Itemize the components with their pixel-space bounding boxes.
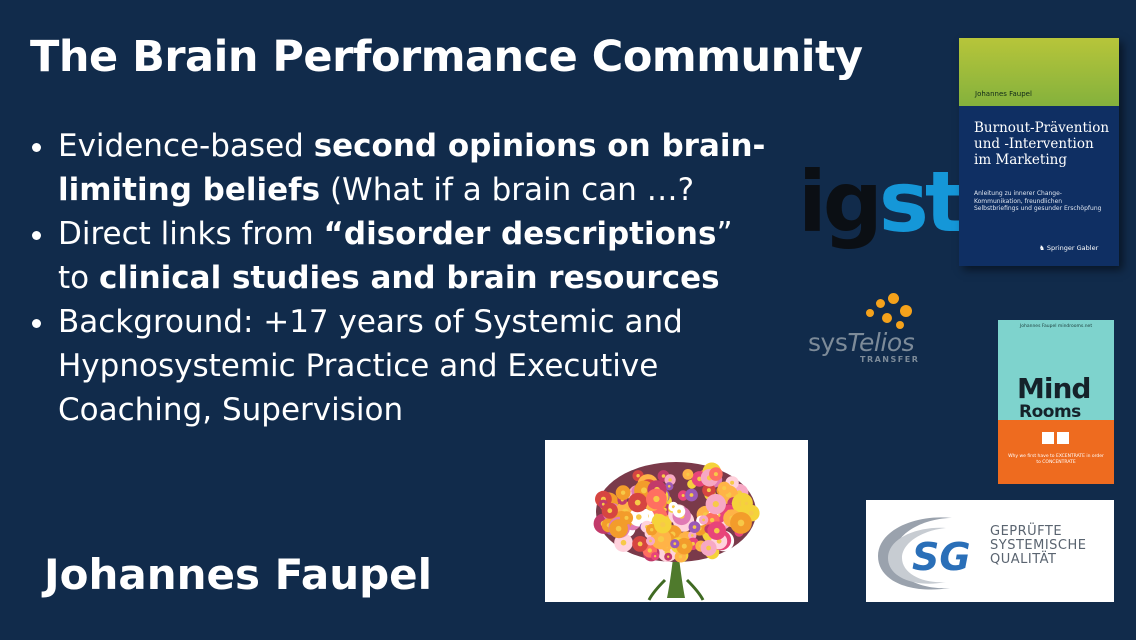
burnout-book-cover: Johannes Faupel Burnout-Prävention und -… bbox=[959, 38, 1119, 266]
systelios-dot bbox=[876, 299, 885, 308]
flower-center-icon bbox=[657, 536, 665, 543]
bullet-text: Evidence-based bbox=[58, 128, 314, 164]
flower-center-icon bbox=[681, 494, 685, 497]
bullet-item: Evidence-based second opinions on brain-… bbox=[28, 124, 768, 212]
flower-center-icon bbox=[653, 495, 660, 503]
flower-center-icon bbox=[713, 472, 718, 477]
book-title-panel bbox=[959, 106, 1119, 266]
igst-logo-part1: ig bbox=[798, 153, 883, 251]
bullet-text: Direct links from bbox=[58, 216, 324, 252]
flower-center-icon bbox=[660, 522, 666, 528]
flower-center-icon bbox=[668, 478, 672, 482]
flower-center-icon bbox=[697, 476, 702, 482]
bullet-bold-text: second opinions on brain-limiting belief… bbox=[58, 128, 766, 208]
flower-center-icon bbox=[661, 474, 666, 478]
flower-brain-illustration bbox=[593, 462, 760, 601]
book2-top-text: Johannes Faupel mindrooms.net bbox=[1019, 324, 1093, 329]
sg-line-1: GEPRÜFTE bbox=[990, 524, 1063, 539]
mindrooms-book-cover: Johannes Faupel mindrooms.net Mind Rooms… bbox=[998, 320, 1114, 484]
flower-center-icon bbox=[601, 502, 605, 506]
book2-bottom-text: Why we first have to EXCENTRATE in order… bbox=[1008, 454, 1104, 465]
flower-center-icon bbox=[678, 555, 683, 559]
sg-mark-text: SG bbox=[912, 535, 971, 579]
flower-center-icon bbox=[637, 541, 643, 547]
flower-center-icon bbox=[650, 528, 654, 532]
sg-line-2: SYSTEMISCHE bbox=[990, 538, 1087, 553]
bullet-bold-text: “disorder descriptions bbox=[323, 216, 717, 252]
book-subtitle: Anleitung zu innerer Change-Kommunikatio… bbox=[974, 190, 1102, 212]
book-title: Burnout-Prävention und -Intervention im … bbox=[974, 120, 1110, 168]
flower-center-icon bbox=[737, 519, 745, 527]
flower-center-icon bbox=[709, 517, 715, 523]
systelios-dot bbox=[900, 305, 912, 317]
flower-center-icon bbox=[686, 472, 690, 476]
flower-center-icon bbox=[636, 514, 642, 520]
slide-title: The Brain Performance Community bbox=[30, 32, 863, 82]
flower-center-icon bbox=[706, 545, 711, 551]
flower-center-icon bbox=[706, 488, 711, 493]
flower-center-icon bbox=[607, 508, 613, 514]
sg-line-3: QUALITÄT bbox=[990, 552, 1057, 567]
systelios-dot bbox=[888, 293, 899, 304]
bullet-text: (What if a brain can …? bbox=[320, 172, 695, 208]
bullet-bold-text: clinical studies and brain resources bbox=[98, 260, 720, 296]
systelios-logo: sysTelios TRANSFER bbox=[806, 293, 926, 365]
flower-center-icon bbox=[691, 534, 694, 537]
author-name: Johannes Faupel bbox=[44, 550, 433, 599]
systelios-dot bbox=[882, 313, 892, 323]
book2-orange-panel bbox=[998, 420, 1114, 484]
flower-center-icon bbox=[722, 486, 727, 491]
flower-center-icon bbox=[636, 474, 640, 478]
bullet-item: Direct links from “disorder descriptions… bbox=[28, 212, 768, 300]
bullet-list: Evidence-based second opinions on brain-… bbox=[28, 124, 768, 432]
flower-center-icon bbox=[714, 527, 720, 534]
flower-center-icon bbox=[647, 548, 652, 553]
sg-wordmark: GEPRÜFTE SYSTEMISCHE QUALITÄT bbox=[990, 525, 1086, 567]
flower-center-icon bbox=[748, 510, 754, 516]
bullet-item: Background: +17 years of Systemic and Hy… bbox=[28, 300, 768, 432]
systelios-wordmark: sysTelios bbox=[808, 328, 915, 357]
flower-center-icon bbox=[730, 480, 735, 485]
flower-center-icon bbox=[615, 525, 622, 532]
flower-center-icon bbox=[620, 490, 626, 495]
springer-horse-icon: ♞ bbox=[1039, 244, 1045, 252]
flower-center-icon bbox=[667, 555, 670, 558]
flower-center-icon bbox=[677, 509, 681, 514]
flower-center-icon bbox=[653, 555, 657, 558]
systelios-dot bbox=[896, 321, 904, 329]
flower-center-icon bbox=[712, 501, 719, 508]
flower-center-icon bbox=[690, 482, 694, 486]
igst-logo-part2: st bbox=[878, 153, 965, 251]
bullet-text: ” to bbox=[58, 216, 733, 296]
flower-center-icon bbox=[641, 487, 647, 494]
systelios-subline: TRANSFER bbox=[860, 355, 920, 364]
book-author: Johannes Faupel bbox=[975, 90, 1032, 98]
flower-center-icon bbox=[692, 525, 697, 529]
flower-brain-image bbox=[545, 440, 808, 602]
book-publisher-name: Springer Gabler bbox=[1046, 244, 1099, 252]
flower-center-icon bbox=[744, 501, 749, 506]
dice-icon bbox=[1042, 432, 1070, 444]
systelios-sys: sys bbox=[808, 328, 848, 357]
flower-center-icon bbox=[702, 518, 705, 522]
flower-center-icon bbox=[716, 538, 722, 544]
book2-title-rooms: Rooms bbox=[1019, 402, 1081, 422]
flower-center-icon bbox=[624, 515, 629, 520]
flower-center-icon bbox=[649, 539, 652, 543]
flower-center-icon bbox=[673, 542, 677, 546]
flower-center-icon bbox=[681, 543, 687, 549]
flower-center-icon bbox=[634, 499, 641, 506]
systelios-dot bbox=[866, 309, 874, 317]
sg-emblem: SG bbox=[878, 517, 971, 590]
book-publisher: ♞ Springer Gabler bbox=[1039, 244, 1098, 252]
flower-center-icon bbox=[671, 505, 675, 509]
igst-logo: igst bbox=[798, 160, 965, 244]
systelios-telios: Telios bbox=[847, 328, 915, 357]
sg-quality-logo: SG GEPRÜFTE SYSTEMISCHE QUALITÄT bbox=[866, 500, 1114, 602]
book2-title-mind: Mind bbox=[1017, 372, 1091, 405]
bullet-text: Background: +17 years of Systemic and Hy… bbox=[58, 304, 683, 428]
flower-center-icon bbox=[667, 485, 671, 488]
flower-center-icon bbox=[620, 539, 627, 546]
flower-center-icon bbox=[689, 493, 694, 497]
